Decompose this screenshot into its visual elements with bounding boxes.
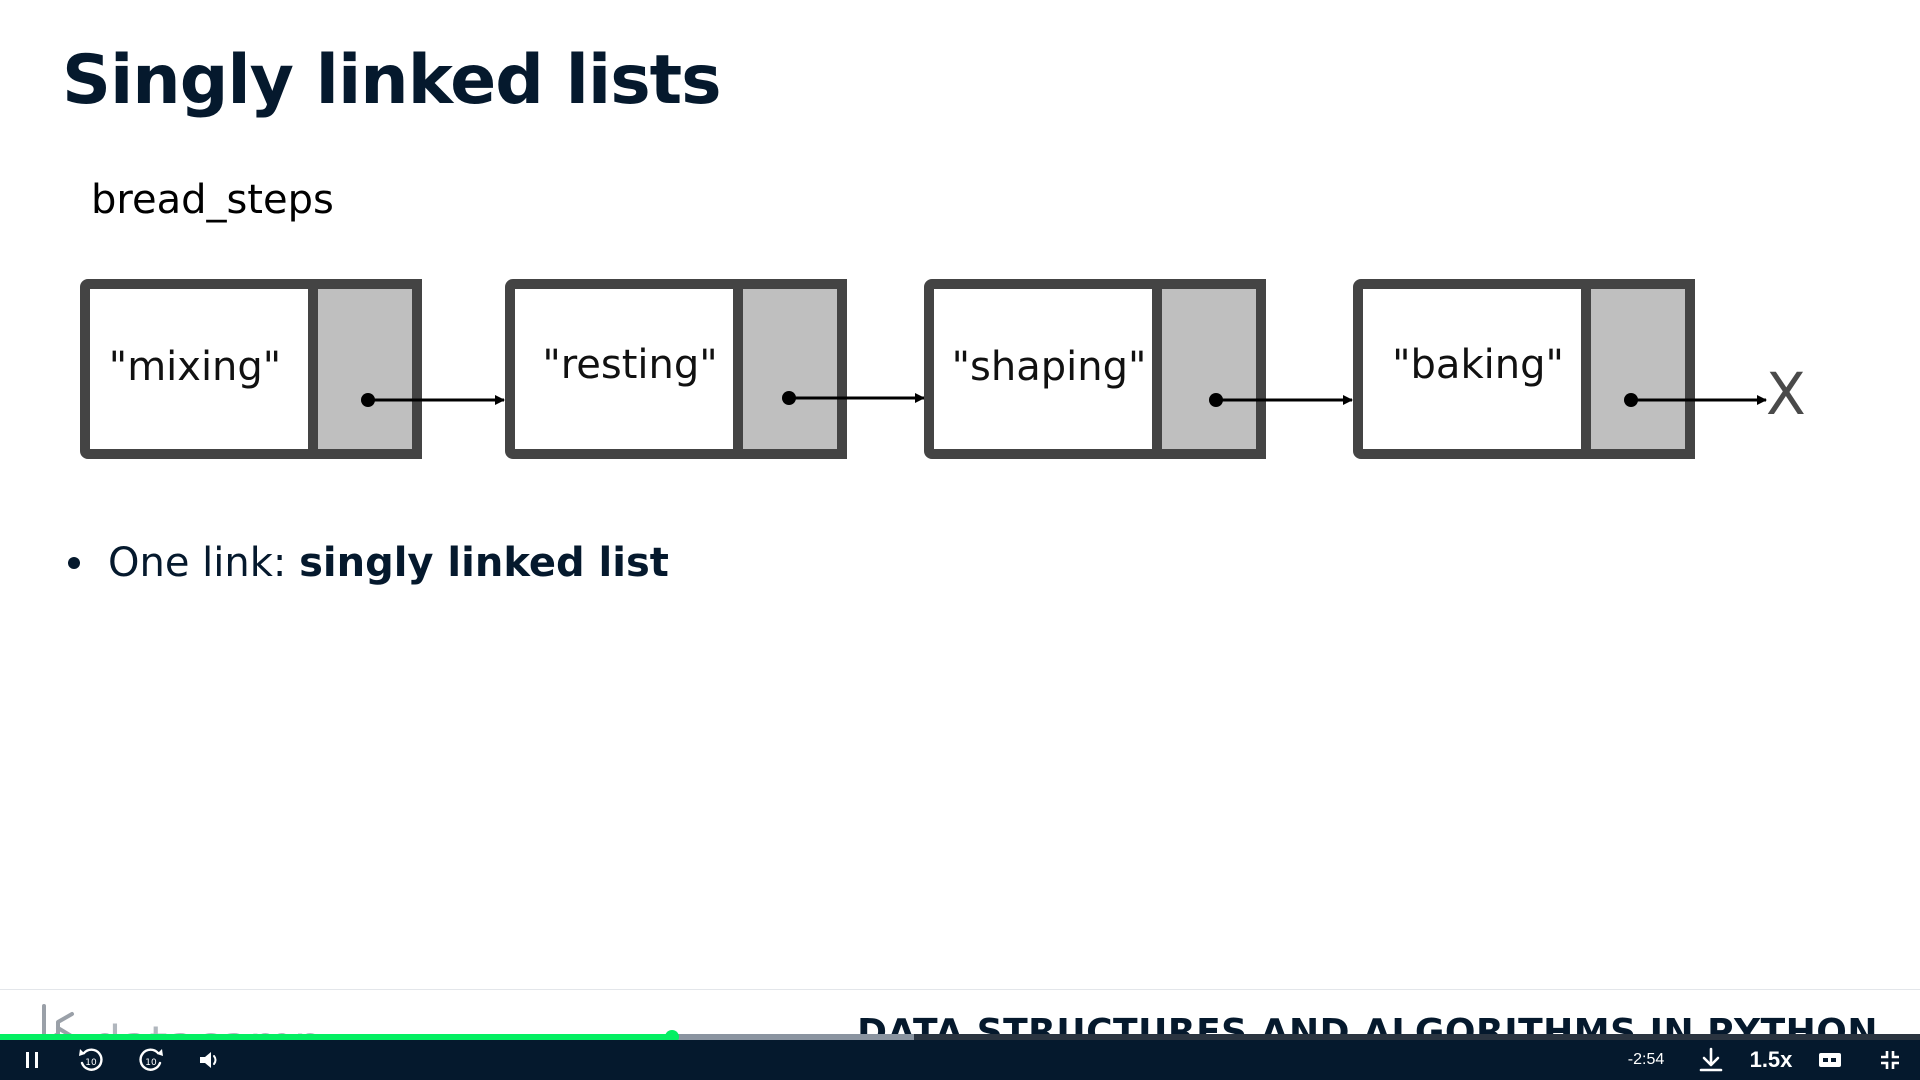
node-pointer-cell	[308, 279, 422, 459]
brand-logo: datacamp	[40, 1002, 323, 1036]
bullet-bold-text: singly linked list	[299, 540, 669, 586]
captions-icon	[1819, 1053, 1841, 1067]
exit-fullscreen-button[interactable]	[1874, 1040, 1906, 1080]
bullet-text: One link: singly linked list	[108, 540, 669, 586]
time-remaining: -2:54	[1622, 1040, 1670, 1080]
captions-button[interactable]	[1814, 1040, 1846, 1080]
rewind-10-button[interactable]: 10	[72, 1040, 110, 1080]
player-control-bar: 10 10 -2:54 1.5x	[0, 1040, 1920, 1080]
node-value: "baking"	[1392, 342, 1564, 388]
list-node: "baking"	[1353, 279, 1767, 459]
slide-footer: datacamp DATA STRUCTURES AND ALGORITHMS …	[0, 990, 1920, 1036]
node-pointer-cell	[1152, 279, 1266, 459]
node-value: "mixing"	[109, 344, 281, 390]
bullet-item: One link: singly linked list	[68, 540, 669, 586]
null-marker: X	[1766, 360, 1806, 428]
list-node: "resting"	[505, 279, 925, 459]
node-pointer-cell	[1581, 279, 1695, 459]
list-node: "mixing"	[80, 279, 505, 459]
bullet-dot	[68, 557, 80, 569]
volume-button[interactable]	[192, 1040, 228, 1080]
forward-10-button[interactable]: 10	[132, 1040, 170, 1080]
download-icon	[1699, 1047, 1723, 1072]
footer-divider	[0, 989, 1920, 990]
volume-icon	[200, 1052, 217, 1068]
brand-name: datacamp	[92, 1020, 323, 1036]
playback-speed-button[interactable]: 1.5x	[1746, 1040, 1796, 1080]
bullet-prefix: One link:	[108, 540, 300, 586]
node-value: "resting"	[542, 342, 717, 388]
datacamp-logo-icon	[42, 1004, 76, 1036]
node-pointer-cell	[733, 279, 847, 459]
rewind-10-icon: 10	[79, 1048, 103, 1071]
forward-10-icon: 10	[139, 1048, 163, 1071]
progress-played	[0, 1034, 672, 1040]
slide-title: Singly linked lists	[62, 41, 722, 120]
exit-fullscreen-icon	[1881, 1051, 1899, 1069]
svg-text:10: 10	[85, 1058, 97, 1068]
node-value: "shaping"	[952, 344, 1147, 390]
pause-icon	[26, 1052, 38, 1068]
list-name-label: bread_steps	[91, 177, 334, 223]
list-node: "shaping"	[924, 279, 1353, 459]
svg-text:10: 10	[145, 1058, 157, 1068]
playback-speed-text: 1.5x	[1749, 1047, 1793, 1072]
pause-button[interactable]	[14, 1040, 50, 1080]
time-remaining-text: -2:54	[1627, 1051, 1665, 1068]
download-button[interactable]	[1694, 1040, 1728, 1080]
course-title: DATA STRUCTURES AND ALGORITHMS IN PYTHON	[857, 1012, 1878, 1036]
